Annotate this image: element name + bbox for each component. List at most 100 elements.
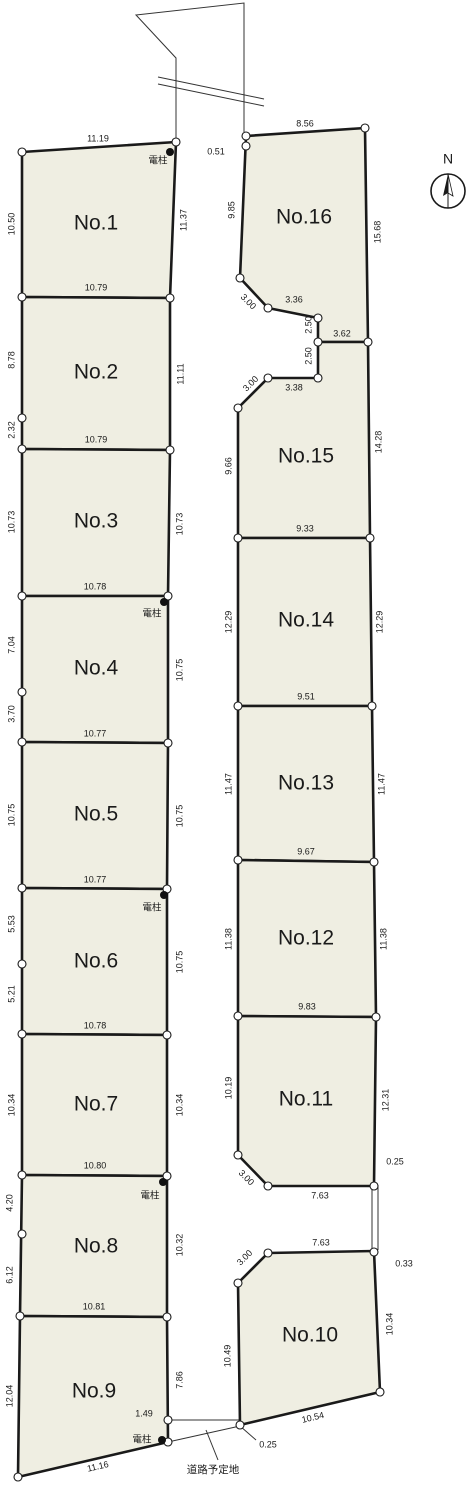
dim-label: 7.86 [174,1371,184,1389]
boundary-marker [233,855,243,865]
lot-label: No.13 [278,772,334,795]
dim-label: 10.80 [84,1160,107,1170]
dim-label: 10.78 [84,581,107,591]
boundary-marker [17,737,27,747]
lot-15-parcel[interactable] [236,340,372,540]
pole-note: 電柱 [142,608,162,620]
boundary-marker [17,1170,27,1180]
boundary-marker [233,701,243,711]
lot-11-parcel[interactable] [236,1014,378,1188]
boundary-marker [365,533,375,543]
dim-label: 10.79 [85,434,108,444]
lot-label: No.2 [74,361,118,384]
boundary-marker [263,1248,273,1258]
dim-label: 11.47 [376,773,386,795]
dim-label: 10.50 [6,213,16,236]
boundary-marker [369,857,379,867]
lot-label: No.10 [282,1324,338,1347]
boundary-marker [165,445,175,455]
dim-label: 11.37 [178,209,188,231]
dim-label: 10.75 [174,659,184,682]
dim-label: 11.19 [87,133,109,143]
dim-label: 11.38 [378,928,388,950]
boundary-marker [15,1311,25,1321]
boundary-marker [375,1387,385,1397]
boundary-marker [17,292,27,302]
boundary-marker [163,1415,173,1425]
pole-note: 電柱 [142,902,162,914]
dim-label: 7.63 [312,1237,330,1247]
lot-label: No.9 [72,1380,116,1403]
lot-label: No.11 [279,1088,333,1111]
lot-16-parcel[interactable] [238,126,370,344]
boundary-marker [367,701,377,711]
boundary-marker [233,1278,243,1288]
utility-pole-icon [166,148,174,156]
dim-label: 12.04 [4,1385,14,1408]
utility-pole-icon [158,1436,166,1444]
dim-label: 14.28 [373,431,383,454]
dim-label: 6.12 [4,1266,14,1284]
boundary-marker [241,131,251,141]
lot-label: No.14 [278,609,334,632]
dim-label: 10.34 [174,1094,184,1117]
planned-road-label: 道路予定地 [187,1463,240,1476]
dim-label: 10.54 [301,1410,325,1425]
dim-label: 11.47 [223,773,233,795]
lot-label: No.15 [278,445,334,468]
lot-label: No.3 [74,510,118,533]
dim-label: 10.75 [6,804,16,827]
boundary-marker [17,1229,27,1239]
dim-label: 1.49 [135,1408,153,1418]
boundary-marker [235,1420,245,1430]
lot-labels: No.1 No.2 No.3 No.4 No.5 No.6 No.7 No.8 … [72,206,338,1403]
utility-poles: 電柱 電柱 電柱 電柱 電柱 [132,148,174,1446]
dim-label: 11.38 [223,928,233,950]
dim-label: 8.56 [296,118,314,128]
boundary-marker [263,373,273,383]
boundary-marker [360,123,370,133]
boundary-marker [369,1247,379,1257]
dim-label: 3.70 [6,705,16,723]
boundary-marker [171,137,181,147]
boundary-marker [17,883,27,893]
dim-label: 0.25 [386,1156,404,1166]
dim-label: 7.04 [6,636,16,654]
boundary-marker [17,413,27,423]
dim-label: 2.50 [303,316,313,334]
boundary-marker [163,591,173,601]
dim-label: 10.81 [83,1301,106,1311]
pole-note: 電柱 [148,155,168,167]
dim-label: 10.73 [174,513,184,536]
dim-label: 10.79 [85,282,108,292]
dim-label: 5.21 [6,985,16,1003]
lot-label: No.16 [276,206,332,229]
lot-10-parcel[interactable] [236,1249,382,1427]
dim-label: 2.50 [303,347,313,365]
dim-label: 15.68 [372,221,382,244]
utility-pole-icon [159,1178,167,1186]
dim-label: 9.66 [223,457,233,475]
dim-label: 10.32 [174,1234,184,1257]
north-arrow-icon: N [430,151,466,209]
utility-pole-icon [160,598,168,606]
dim-label: 0.51 [207,146,225,156]
boundary-marker [162,1312,172,1322]
boundary-marker [162,1171,172,1181]
dim-label: 3.38 [285,382,303,392]
dim-label: 0.25 [259,1439,277,1449]
boundary-marker [233,533,243,543]
dim-label: 10.78 [84,1020,107,1030]
dim-label: 10.73 [6,511,16,534]
dim-label: 8.78 [6,351,16,369]
dim-label: 9.67 [297,846,315,856]
dim-label: 12.31 [380,1089,390,1112]
dim-label: 9.51 [297,691,315,701]
dim-label: 12.29 [374,611,384,634]
lot-label: No.1 [74,212,118,235]
dim-label: 7.63 [311,1190,329,1200]
dim-label: 4.20 [4,1194,14,1212]
utility-pole-icon [160,891,168,899]
boundary-marker [233,403,243,413]
